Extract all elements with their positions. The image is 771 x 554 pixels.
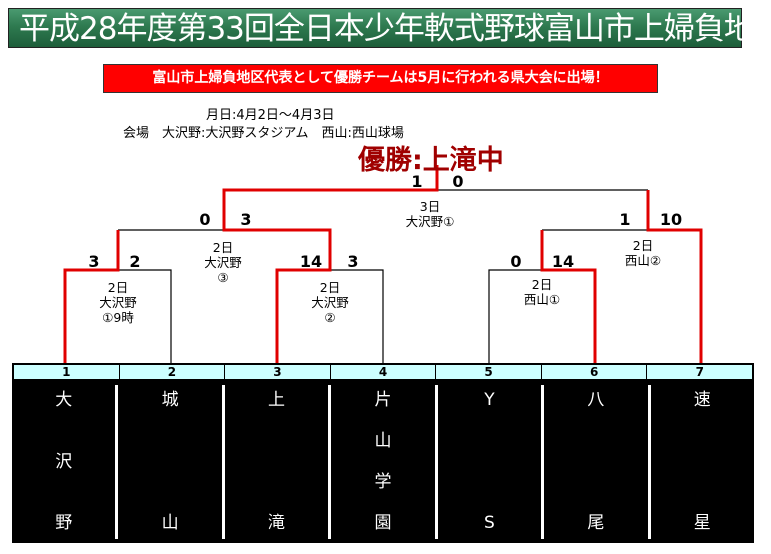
team-name-char: 大 [55, 390, 73, 410]
venue-line: 2日 [632, 238, 654, 253]
seed-number: 5 [435, 365, 541, 379]
team-name-char: Y [484, 390, 495, 410]
team-name-char: S [484, 513, 495, 533]
team-name-char: 城 [161, 390, 179, 410]
dates-text: 月日:4月2日～4月3日 [206, 108, 335, 123]
venue-line: 西山① [523, 292, 561, 307]
venue-line: 2日 [107, 280, 129, 295]
team-name-char: 沢 [55, 451, 73, 472]
seed-number: 4 [329, 365, 436, 379]
venue-line: 大沢野 [204, 255, 242, 270]
team-name-char: 山 [161, 513, 179, 533]
team-name: 城山 [115, 385, 221, 539]
venue-line: 2日 [319, 280, 341, 295]
score: 0 [199, 210, 211, 229]
venue-line: 3日 [419, 199, 441, 214]
score: 14 [551, 252, 575, 271]
venue-line: ①9時 [102, 310, 134, 325]
score: 1 [619, 210, 631, 229]
team-name: 八尾 [541, 385, 647, 539]
match-venue: 2日西山① [524, 277, 560, 307]
score: 14 [299, 252, 323, 271]
score: 2 [129, 252, 141, 271]
venues-text: 会場 大沢野:大沢野スタジアム 西山:西山球場 [123, 126, 404, 141]
score: 3 [347, 252, 359, 271]
venue-line: ② [324, 310, 336, 325]
venue-line: 2日 [212, 240, 234, 255]
team-name-char: 野 [55, 513, 73, 533]
team-name-char: 学 [374, 472, 392, 492]
team-name-char: 八 [587, 390, 605, 410]
venue-line: 大沢野 [99, 295, 137, 310]
team-name: 大沢野 [12, 385, 115, 539]
score: 0 [452, 172, 464, 191]
seed-header-row: 1 2 3 4 5 6 7 [12, 363, 754, 381]
score: 3 [88, 252, 100, 271]
match-venue: 2日西山② [625, 238, 661, 268]
venue-line: 大沢野 [311, 295, 349, 310]
notice-banner: 富山市上婦負地区代表として優勝チームは5月に行われる県大会に出場！ [103, 64, 658, 93]
page-title: 平成28年度第33回全日本少年軟式野球富山市上婦負地区大会 [8, 8, 771, 48]
team-name-char: 片 [374, 390, 392, 410]
team-name-char: 山 [374, 431, 392, 451]
seed-number: 3 [224, 365, 330, 379]
team-name: 片山学園 [328, 385, 434, 539]
score: 1 [411, 172, 423, 191]
seed-number: 6 [540, 365, 647, 379]
team-name-char: 星 [693, 513, 711, 533]
seed-number: 2 [118, 365, 225, 379]
venue-line: 2日 [531, 277, 553, 292]
champion-label: 優勝:上滝中 [358, 145, 504, 176]
team-name-char: 速 [693, 390, 711, 410]
team-name-char: 上 [268, 390, 286, 410]
team-name-char: 滝 [268, 513, 286, 533]
seed-number: 7 [646, 365, 752, 379]
venue-line: ③ [217, 270, 229, 285]
seed-number: 1 [62, 365, 71, 379]
team-name-char: 園 [374, 513, 392, 533]
score: 0 [510, 252, 522, 271]
team-name: 速星 [647, 385, 754, 539]
score: 10 [659, 210, 683, 229]
team-name: 上滝 [221, 385, 328, 539]
score: 3 [240, 210, 252, 229]
match-venue: 3日大沢野① [406, 199, 455, 229]
venue-line: 西山② [624, 253, 662, 268]
team-name-char: 尾 [587, 513, 605, 533]
venue-line: 大沢野① [405, 214, 455, 229]
